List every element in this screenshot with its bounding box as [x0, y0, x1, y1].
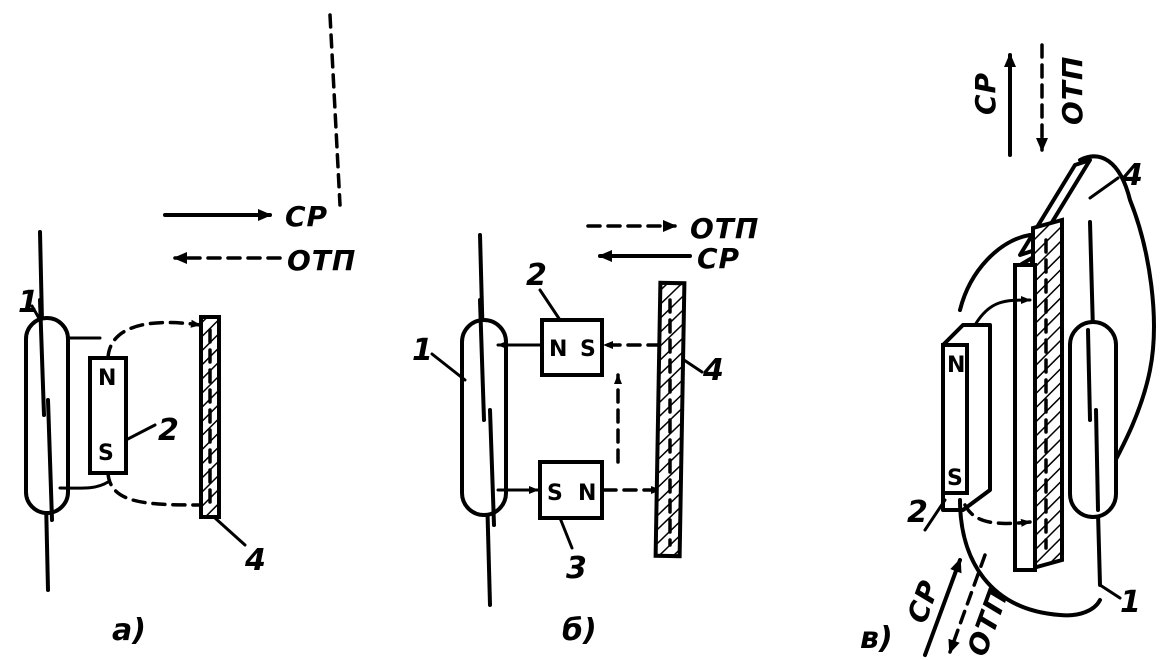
- figure-a-magnet: [88, 356, 128, 475]
- figure-b-label-plate-leader: [682, 358, 704, 374]
- figure-c-magnet-small-pole-n: N: [947, 353, 965, 378]
- figure-b: ОТП СР N S S N 2 1 4 3 б): [412, 212, 759, 648]
- figure-a-label-reed-leader: [30, 304, 42, 322]
- figure-c-legend-bottom-dashed-arrow: [948, 553, 987, 654]
- figure-b-caption: б): [562, 613, 597, 648]
- figure-b-magnet-bottom-pole-s: S: [547, 481, 563, 506]
- figure-c-backing-outline: [1078, 154, 1156, 492]
- figure-b-magnet-top: [540, 318, 604, 377]
- figure-a-legend-dashed-label: ОТП: [287, 244, 356, 277]
- figure-c-label-magnet-leader: [923, 498, 947, 532]
- figure-c-magnet-small-front: [941, 343, 969, 495]
- figure-c-label-reed-leader: [1098, 583, 1122, 600]
- figure-a-magnet-pole-n: N: [98, 366, 116, 391]
- figure-a-reed-contact-bottom: [46, 398, 54, 522]
- figure-b-label-plate: 4: [702, 353, 724, 388]
- figure-b-reed-contact-bottom: [488, 408, 496, 527]
- figure-b-label-magnet-bottom: 3: [566, 551, 587, 586]
- figure-c-magnet-front: [1013, 263, 1037, 572]
- figure-c-label-magnet: 2: [907, 495, 928, 530]
- figure-a-top-dashed-line: [328, 13, 342, 207]
- figure-c-loop-bottom: [958, 498, 1102, 618]
- figure-c-legend-top-solid-label: СР: [969, 72, 1002, 115]
- figure-b-magnet-top-pole-s: S: [580, 337, 596, 362]
- figure-b-label-magnet-top-leader: [538, 288, 562, 322]
- figure-a-label-magnet-leader: [124, 423, 157, 442]
- figure-c-label-reed: 1: [1120, 585, 1141, 620]
- figure-c-reed-contact-top: [1086, 328, 1092, 422]
- figure-b-magnet-bottom: [538, 460, 604, 520]
- figure-a-label-magnet: 2: [158, 413, 179, 448]
- figure-a-label-plate-leader: [213, 516, 247, 547]
- figure-b-magnet-top-pole-n: N: [549, 337, 567, 362]
- figure-a: СР ОТП N S 1 2 4 a): [18, 13, 356, 648]
- figure-b-magnet-bottom-pole-n: N: [578, 481, 596, 506]
- figure-c-caption: в): [860, 621, 893, 656]
- figure-c-legend-top-dashed-label: ОТП: [1056, 56, 1089, 125]
- figure-a-flux-bottom: [106, 471, 207, 507]
- figure-a-label-plate: 4: [244, 543, 266, 578]
- figure-a-legend-solid-label: СР: [285, 200, 328, 233]
- figure-c-reed-capsule: [1068, 320, 1118, 519]
- figure-c-magnet-small-pole-s: S: [947, 466, 963, 491]
- figure-c-legend-bottom-solid-arrow: [923, 558, 962, 657]
- figure-c-flux-bottom: [963, 503, 1032, 527]
- figure-b-label-magnet-top: 2: [526, 258, 547, 293]
- figure-b-legend-solid-label: СР: [697, 242, 740, 275]
- figure-c-magnet-small-body: [941, 323, 992, 512]
- figure-c-label-plate-leader: [1088, 176, 1120, 200]
- figure-c: СР ОТП N S СР ОТП 4 2: [860, 43, 1156, 660]
- figure-c-outline-left: [958, 233, 1032, 312]
- figure-c-reed-contact-bottom: [1094, 408, 1100, 512]
- figure-c-flux-top: [973, 296, 1032, 327]
- figure-b-reed-contact-top: [478, 298, 486, 422]
- figure-a-caption: a): [112, 613, 146, 648]
- figure-c-label-plate: 4: [1121, 158, 1143, 193]
- figure-b-label-reed-leader: [430, 352, 467, 382]
- figure-a-flux-solid-bottom: [58, 480, 110, 490]
- figure-b-label-magnet-bottom-leader: [558, 516, 574, 550]
- figure-b-legend-dashed-label: ОТП: [690, 212, 759, 245]
- figure-b-label-reed: 1: [412, 333, 433, 368]
- figure-a-magnet-pole-s: S: [98, 441, 114, 466]
- figure-a-flux-top: [106, 319, 202, 360]
